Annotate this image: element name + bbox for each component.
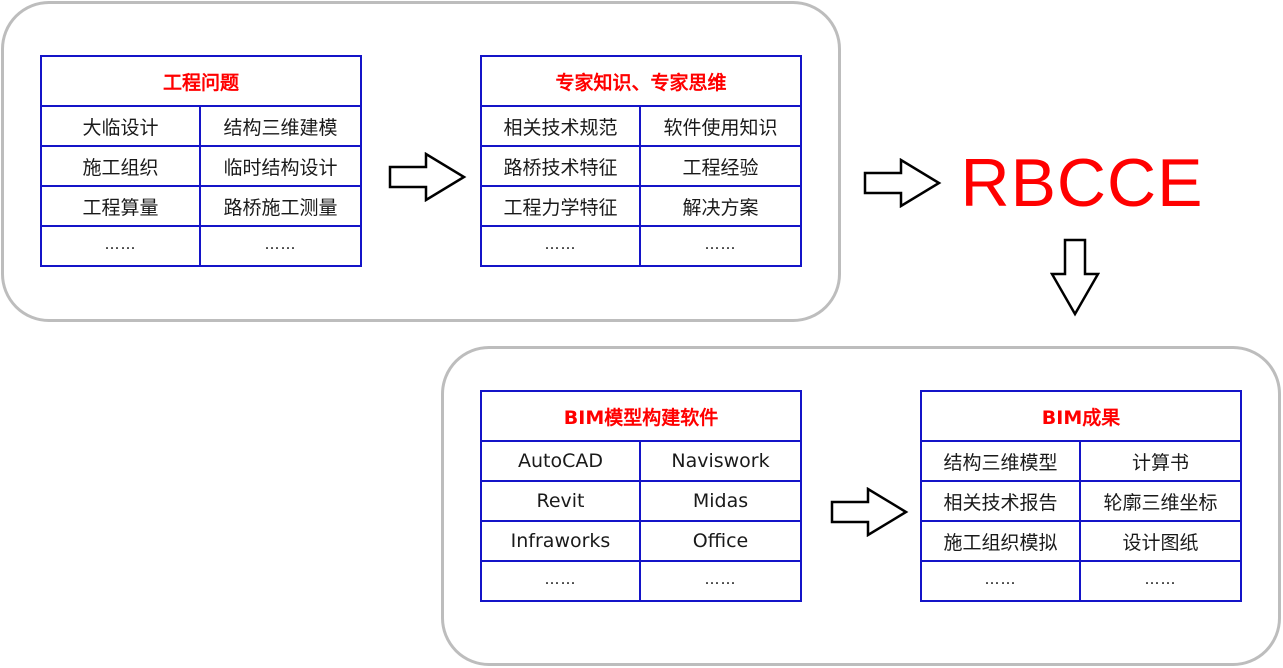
right-arrow-icon	[830, 487, 909, 537]
panel-cell-ellipsis: ……	[1144, 570, 1177, 588]
panel-cell: 结构三维建模	[201, 107, 360, 147]
panel-cell-ellipsis: ……	[922, 562, 1081, 602]
panel-cell: 设计图纸	[1081, 522, 1240, 562]
panel-cell: 软件使用知识	[641, 107, 800, 147]
panel-title: 工程问题	[42, 57, 360, 107]
panel-grid: 结构三维模型 计算书 相关技术报告 轮廓三维坐标 施工组织模拟 设计图纸 …… …	[922, 442, 1240, 602]
panel-cell: 大临设计	[42, 107, 201, 147]
panel-cell: 解决方案	[641, 187, 800, 227]
panel-cell: 路桥施工测量	[201, 187, 360, 227]
panel-cell-ellipsis: ……	[704, 570, 737, 588]
panel-cell-ellipsis: ……	[264, 235, 297, 253]
panel-cell: 临时结构设计	[201, 147, 360, 187]
rbcce-label: RBCCE	[960, 145, 1204, 221]
panel-cell: Infraworks	[482, 522, 641, 562]
right-arrow-icon	[863, 158, 942, 208]
panel-cell: 施工组织模拟	[922, 522, 1081, 562]
panel-cell: AutoCAD	[482, 442, 641, 482]
panel-cell: Office	[641, 522, 800, 562]
panel-cell: 计算书	[1081, 442, 1240, 482]
down-arrow-icon	[1050, 238, 1100, 317]
panel-cell: 路桥技术特征	[482, 147, 641, 187]
panel-cell-ellipsis: ……	[704, 235, 737, 253]
panel-cell: 工程算量	[42, 187, 201, 227]
panel-cell-ellipsis: ……	[42, 227, 201, 267]
panel-cell: 施工组织	[42, 147, 201, 187]
panel-cell: 工程力学特征	[482, 187, 641, 227]
panel-cell-ellipsis: ……	[482, 562, 641, 602]
panel-grid: 相关技术规范 软件使用知识 路桥技术特征 工程经验 工程力学特征 解决方案 ………	[482, 107, 800, 267]
engineering-problems-panel: 工程问题 大临设计 结构三维建模 施工组织 临时结构设计 工程算量 路桥施工测量…	[40, 55, 362, 267]
bim-software-panel: BIM模型构建软件 AutoCAD Naviswork Revit Midas …	[480, 390, 802, 602]
panel-cell: 轮廓三维坐标	[1081, 482, 1240, 522]
panel-cell: 工程经验	[641, 147, 800, 187]
panel-title: BIM成果	[922, 392, 1240, 442]
panel-title: BIM模型构建软件	[482, 392, 800, 442]
panel-cell: 相关技术规范	[482, 107, 641, 147]
panel-grid: AutoCAD Naviswork Revit Midas Infraworks…	[482, 442, 800, 602]
bim-results-panel: BIM成果 结构三维模型 计算书 相关技术报告 轮廓三维坐标 施工组织模拟 设计…	[920, 390, 1242, 602]
panel-cell: Revit	[482, 482, 641, 522]
panel-title: 专家知识、专家思维	[482, 57, 800, 107]
panel-cell-ellipsis: ……	[482, 227, 641, 267]
panel-cell: 相关技术报告	[922, 482, 1081, 522]
panel-grid: 大临设计 结构三维建模 施工组织 临时结构设计 工程算量 路桥施工测量 …… ……	[42, 107, 360, 267]
panel-cell: Midas	[641, 482, 800, 522]
panel-cell: Naviswork	[641, 442, 800, 482]
right-arrow-icon	[388, 152, 467, 202]
expert-knowledge-panel: 专家知识、专家思维 相关技术规范 软件使用知识 路桥技术特征 工程经验 工程力学…	[480, 55, 802, 267]
panel-cell: 结构三维模型	[922, 442, 1081, 482]
